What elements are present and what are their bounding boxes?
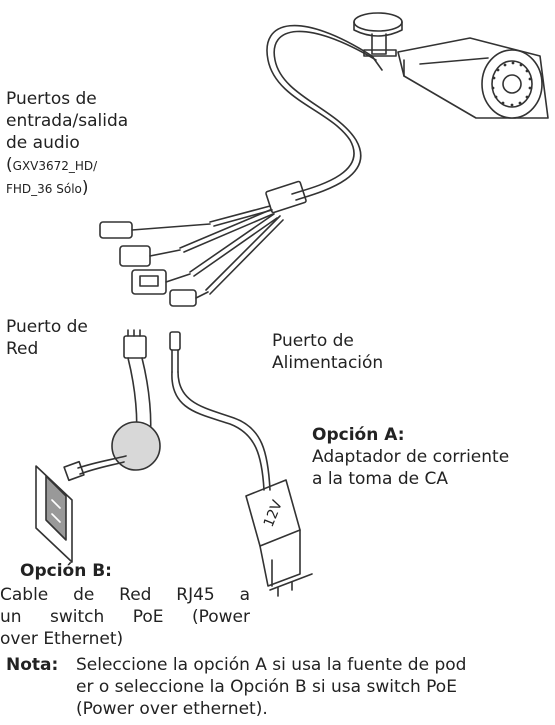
- option-b-line-1: Cable de Red RJ45 a: [0, 585, 250, 605]
- option-a-line-1: Adaptador de corriente: [312, 447, 510, 467]
- network-label-line-1: Puerto de: [6, 317, 88, 337]
- power-label-line-1: Puerto de: [272, 331, 354, 351]
- note-line-3: (Power over ethernet).: [76, 699, 268, 719]
- option-a-title: Opción A:: [312, 425, 405, 445]
- audio-models-close-paren: ): [81, 178, 89, 198]
- option-b-label: Opción B:: [20, 560, 112, 582]
- network-port-label: Puerto de Red: [6, 316, 88, 360]
- adapter-voltage-label: 12V: [261, 498, 286, 530]
- option-b-title: Opción B:: [20, 561, 112, 581]
- audio-label-line-1: Puertos de: [6, 89, 97, 109]
- main-cable: [266, 24, 377, 201]
- power-label-line-2: Alimentación: [272, 353, 384, 373]
- audio-ports-label: Puertos de entrada/salida de audio (GXV3…: [6, 88, 128, 200]
- note-line-1: Seleccione la opción A si usa la fuente …: [76, 655, 467, 675]
- network-label-line-2: Red: [6, 339, 39, 359]
- power-port-label: Puerto de Alimentación: [272, 330, 383, 374]
- audio-models-open-paren: (: [6, 155, 13, 175]
- audio-models-text-1: GXV3672_HD/: [12, 159, 98, 173]
- audio-models-text-2: FHD_36 Sólo: [6, 182, 82, 196]
- note-title: Nota:: [6, 655, 59, 675]
- bullet-camera: [353, 12, 549, 119]
- audio-models-line-2: FHD_36 Sólo): [6, 177, 128, 200]
- breakout-harness: [99, 180, 307, 307]
- option-b-line-2: un switch PoE (Power: [0, 607, 250, 627]
- power-cable: [169, 331, 313, 597]
- note-line-2: er o seleccione la Opción B si usa switc…: [76, 677, 457, 697]
- audio-models-line-1: (GXV3672_HD/: [6, 154, 128, 177]
- audio-label-line-3: de audio: [6, 133, 80, 153]
- option-b-line-3: over Ethernet): [0, 629, 124, 649]
- audio-label-line-2: entrada/salida: [6, 111, 129, 131]
- option-a-line-2: a la toma de CA: [312, 469, 448, 489]
- option-a-label: Opción A: Adaptador de corriente a la to…: [312, 424, 509, 490]
- network-cable: [35, 329, 161, 563]
